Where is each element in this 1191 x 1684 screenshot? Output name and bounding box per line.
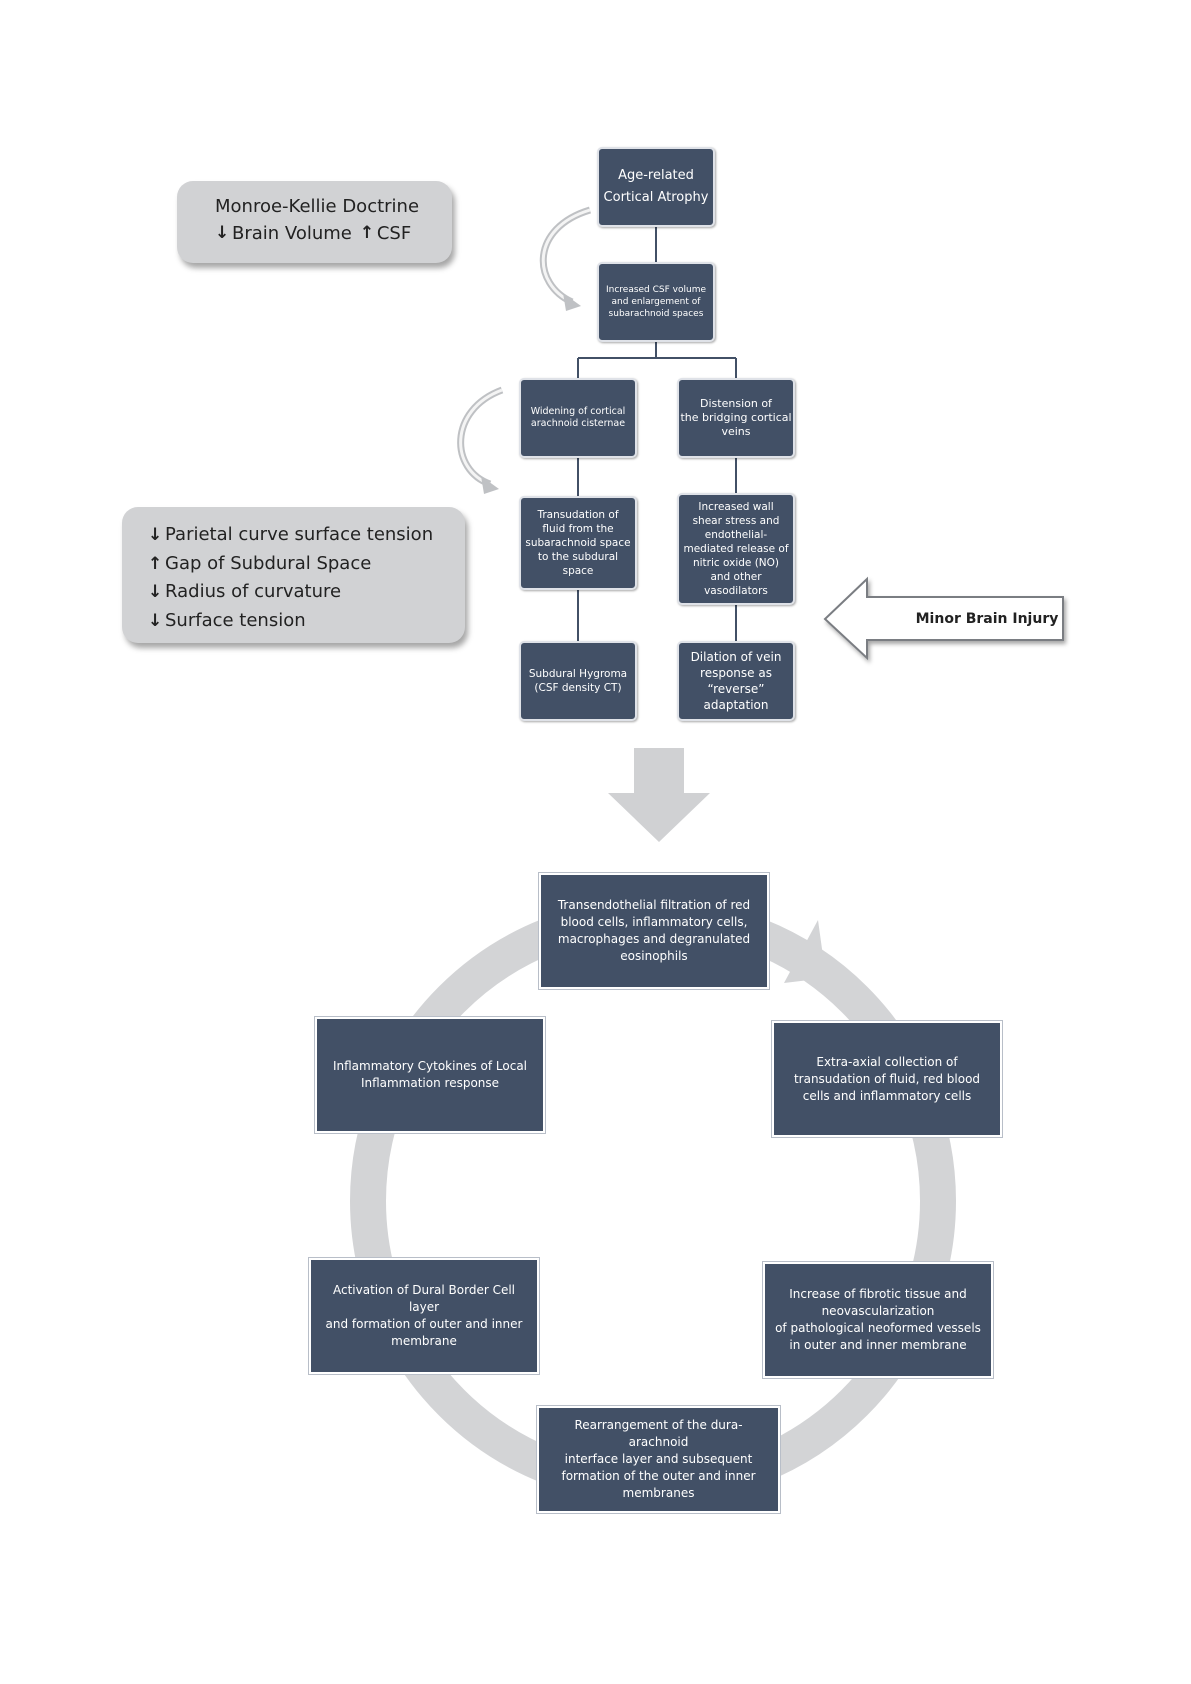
- curved-arrow-top: [539, 206, 592, 311]
- cycle-ring: [350, 898, 956, 1504]
- fibrotic-tissue-node: Increase of fibrotic tissue and neovascu…: [762, 1261, 994, 1379]
- cycle-arrowhead: [784, 920, 826, 983]
- minor-injury-arrow: [823, 576, 1064, 661]
- subdural-hygroma-node: Subdural Hygroma (CSF density CT): [519, 641, 637, 721]
- extra-axial-node: Extra-axial collection of transudation o…: [771, 1020, 1003, 1138]
- tension-list: ↓Parietal curve surface tension↑Gap of S…: [148, 521, 465, 635]
- monroe-kellie-title: Monroe-Kellie Doctrine: [215, 196, 420, 217]
- distension-veins-node: Distension of the bridging cortical vein…: [677, 378, 795, 458]
- big-down-arrow: [608, 748, 710, 842]
- tension-line-text: Radius of curvature: [165, 581, 342, 602]
- up-arrow-icon: ↑: [359, 223, 375, 243]
- tension-line: ↓Radius of curvature: [148, 578, 465, 607]
- up-arrow-icon: ↑: [148, 553, 163, 574]
- dilation-vein-node: Dilation of vein response as “reverse” a…: [677, 641, 795, 721]
- tree-connectors: [577, 227, 737, 641]
- tension-line: ↓Surface tension: [148, 607, 465, 636]
- age-related-atrophy-node: Age-related Cortical Atrophy: [597, 147, 715, 227]
- csf-label: CSF: [376, 223, 412, 244]
- tension-line-text: Surface tension: [165, 609, 306, 631]
- monroe-kellie-line: ↓Brain Volume ↑CSF: [215, 220, 452, 247]
- tension-line: ↑Gap of Subdural Space: [148, 550, 465, 579]
- activation-node: Activation of Dural Border Cell layer an…: [308, 1257, 540, 1375]
- tension-line: ↓Parietal curve surface tension: [148, 521, 465, 550]
- tension-line-text: Parietal curve surface tension: [165, 524, 434, 545]
- down-arrow-icon: ↓: [148, 582, 163, 602]
- increased-csf-node: Increased CSF volume and enlargement of …: [597, 262, 715, 342]
- minor-brain-injury-label: Minor Brain Injury: [915, 611, 1059, 627]
- curved-arrow-middle: [457, 386, 504, 494]
- tension-line-text: Gap of Subdural Space: [165, 552, 372, 574]
- filtration-node: Transendothelial filtration of red blood…: [538, 872, 770, 990]
- down-arrow-icon: ↓: [215, 223, 230, 243]
- down-arrow-icon: ↓: [148, 610, 163, 631]
- brain-volume-label: Brain Volume: [232, 223, 352, 244]
- shear-stress-node: Increased wall shear stress and endothel…: [677, 493, 795, 605]
- widening-cisternae-node: Widening of cortical arachnoid cisternae: [519, 378, 637, 458]
- monroe-kellie-box: Monroe-Kellie Doctrine ↓Brain Volume ↑CS…: [177, 181, 452, 263]
- cytokines-node: Inflammatory Cytokines of Local Inflamma…: [314, 1016, 546, 1134]
- down-arrow-icon: ↓: [148, 525, 163, 545]
- rearrangement-node: Rearrangement of the dura-arachnoid inte…: [536, 1405, 781, 1514]
- surface-tension-box: ↓Parietal curve surface tension↑Gap of S…: [122, 507, 465, 643]
- transudation-node: Transudation of fluid from the subarachn…: [519, 496, 637, 590]
